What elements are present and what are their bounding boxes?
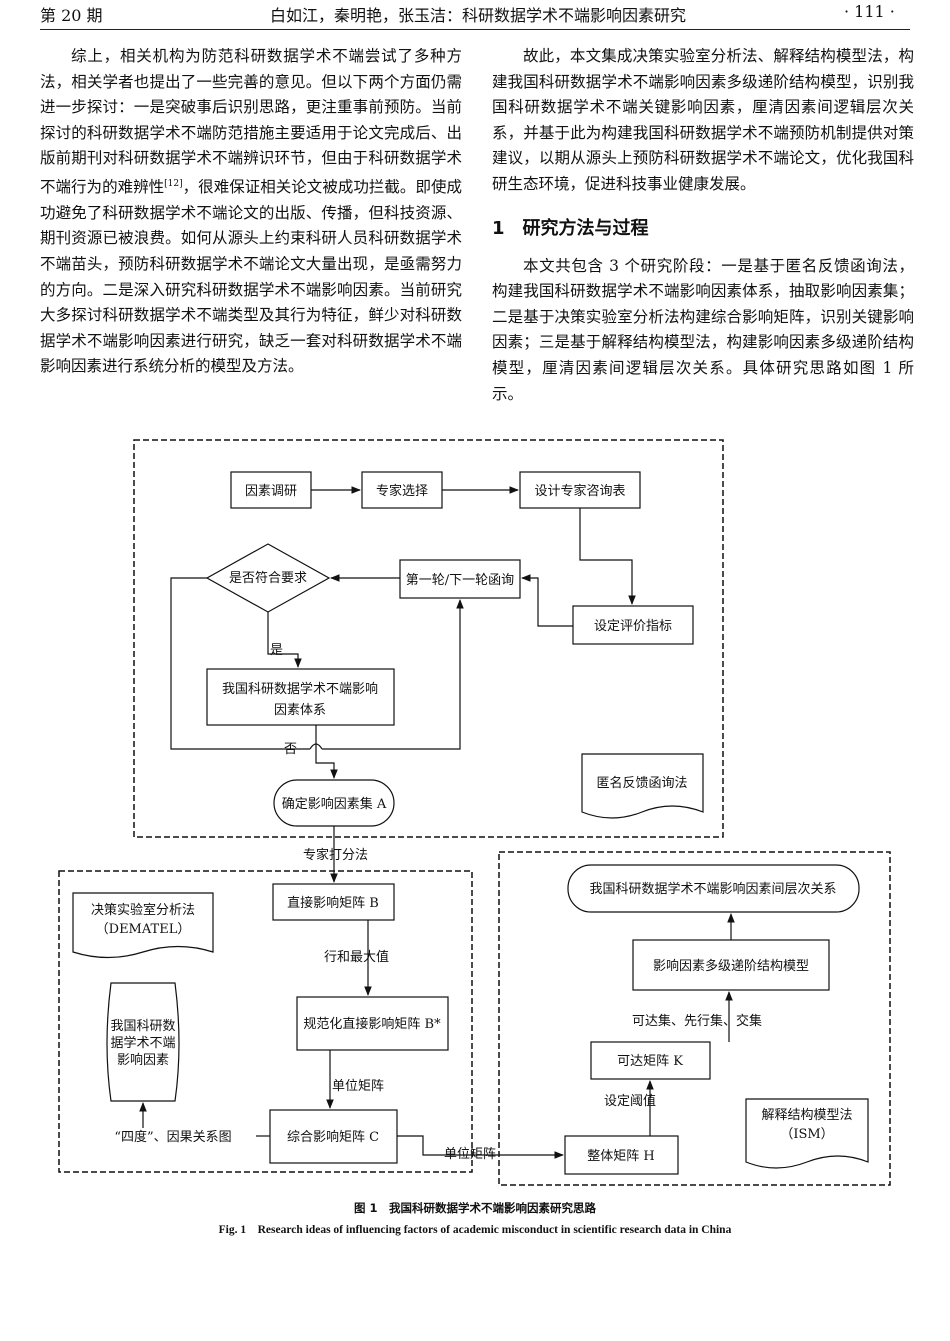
relation-label: 我国科研数据学术不端影响因素间层次关系: [589, 881, 836, 897]
header-rule: [40, 29, 910, 30]
direct-matrix-label: 直接影响矩阵 B: [287, 895, 379, 911]
factors-line2: 据学术不端: [110, 1035, 175, 1051]
box-normalized-matrix: 规范化直接影响矩阵 B*: [296, 996, 449, 1051]
box-round-inquiry: 第一轮/下一轮函询: [399, 559, 521, 599]
method-label: 匿名反馈函询法: [596, 775, 687, 791]
arrow: [521, 574, 573, 627]
threshold-label: 设定阈值: [604, 1093, 656, 1109]
paragraph-text: ，很难保证相关论文被成功拦截。即使成功避免了科研数据学术不端论文的出版、传播，但…: [40, 178, 462, 376]
box-total-matrix: 综合影响矩阵 C: [269, 1109, 398, 1164]
sets-label: 可达集、先行集、交集: [632, 1013, 762, 1029]
arrow: [267, 612, 302, 668]
reach-matrix-label: 可达矩阵 K: [617, 1054, 683, 1069]
no-label: 否: [284, 742, 297, 757]
right-column: 故此，本文集成决策实验室分析法、解释结构模型法，构建我国科研数据学术不端影响因素…: [492, 44, 914, 407]
four-degrees-label: “四度”、因果关系图: [114, 1129, 231, 1145]
identity-label: 单位矩阵: [332, 1079, 384, 1094]
section-title: 研究方法与过程: [522, 217, 649, 239]
decision-label: 是否符合要求: [229, 570, 307, 586]
drum-factors: 我国科研数 据学术不端 影响因素: [106, 982, 180, 1102]
box-set-indicators: 设定评价指标: [572, 605, 694, 645]
ism-line2: （ISM）: [780, 1127, 833, 1142]
stage1-frame: [133, 439, 724, 838]
box-expert-selection-label: 专家选择: [376, 483, 428, 499]
box-overall-matrix: 整体矩阵 H: [564, 1135, 679, 1175]
total-matrix-label: 综合影响矩阵 C: [287, 1129, 379, 1145]
arrow: [322, 599, 464, 750]
overall-matrix-label: 整体矩阵 H: [587, 1149, 654, 1164]
box-hierarchy-model: 影响因素多级递阶结构模型: [632, 939, 830, 991]
stage2-frame: [58, 870, 473, 1173]
running-header-title: 白如江，秦明艳，张玉洁：科研数据学术不端影响因素研究: [270, 6, 687, 25]
figure-caption-en: Fig. 1 Research ideas of influencing fac…: [218, 1224, 732, 1236]
yes-label: 是: [270, 643, 283, 658]
box-expert-selection: 专家选择: [361, 471, 443, 509]
body-paragraph: 故此，本文集成决策实验室分析法、解释结构模型法，构建我国科研数据学术不端影响因素…: [492, 47, 914, 193]
dematel-line2: （DEMATEL）: [96, 922, 191, 937]
normalized-matrix-label: 规范化直接影响矩阵 B*: [303, 1016, 441, 1032]
hierarchy-model-label: 影响因素多级递阶结构模型: [653, 958, 809, 974]
box-factor-survey: 因素调研: [230, 471, 312, 509]
factors-line3: 影响因素: [117, 1052, 169, 1068]
arrow: [579, 508, 636, 605]
terminal-factor-set-a: 确定影响因素集 A: [273, 779, 395, 827]
box-direct-matrix: 直接影响矩阵 B: [272, 883, 395, 921]
figure-caption-zh: 图 1 我国科研数据学术不端影响因素研究思路: [353, 1201, 596, 1215]
row-max-label: 行和最大值: [324, 949, 389, 965]
paragraph-text: 综上，相关机构为防范科研数据学术不端尝试了多种方法，相关学者也提出了一些完善的意…: [40, 47, 462, 197]
arrow: [315, 725, 338, 779]
box-design-questionnaire-label: 设计专家咨询表: [534, 483, 625, 499]
box-round-inquiry-label: 第一轮/下一轮函询: [406, 573, 514, 588]
box-factor-system-line2: 因素体系: [274, 703, 326, 718]
stage3-frame: [498, 851, 891, 1186]
factor-set-label: 确定影响因素集 A: [282, 796, 387, 812]
section-heading: 1 研究方法与过程: [492, 216, 914, 242]
box-set-indicators-label: 设定评价指标: [594, 619, 672, 634]
box-factor-system: 我国科研数据学术不端影响 因素体系: [206, 668, 395, 726]
no-loop-line: [170, 577, 310, 750]
factors-line1: 我国科研数: [110, 1019, 175, 1034]
box-factor-system-line1: 我国科研数据学术不端影响: [222, 681, 378, 697]
box-reach-matrix: 可达矩阵 K: [590, 1041, 711, 1080]
box-design-questionnaire: 设计专家咨询表: [519, 471, 641, 509]
running-header-issue: 第 20 期: [40, 6, 103, 25]
dematel-line1: 决策实验室分析法: [91, 902, 195, 918]
identity-label-2: 单位矩阵: [444, 1147, 496, 1162]
doc-ism: 解释结构模型法 （ISM）: [745, 1098, 869, 1169]
expert-scoring-label: 专家打分法: [303, 847, 368, 863]
body-paragraph: 本文共包含 3 个研究阶段：一是基于匿名反馈函询法，构建我国科研数据学术不端影响…: [492, 256, 914, 403]
arrow: [397, 1135, 564, 1159]
citation-marker[interactable]: [12]: [164, 178, 183, 189]
body-paragraph: 综上，相关机构为防范科研数据学术不端尝试了多种方法，相关学者也提出了一些完善的意…: [40, 44, 462, 380]
box-factor-survey-label: 因素调研: [245, 484, 297, 499]
section-number: 1: [492, 217, 505, 239]
doc-anonymous-inquiry: 匿名反馈函询法: [581, 753, 704, 819]
left-column: 综上，相关机构为防范科研数据学术不端尝试了多种方法，相关学者也提出了一些完善的意…: [40, 44, 462, 380]
ism-line1: 解释结构模型法: [761, 1108, 852, 1123]
page-number: · 111 ·: [844, 2, 895, 21]
doc-dematel: 决策实验室分析法 （DEMATEL）: [72, 892, 214, 959]
terminal-relation: 我国科研数据学术不端影响因素间层次关系: [567, 864, 860, 913]
decision-diamond: 是否符合要求: [205, 543, 331, 613]
